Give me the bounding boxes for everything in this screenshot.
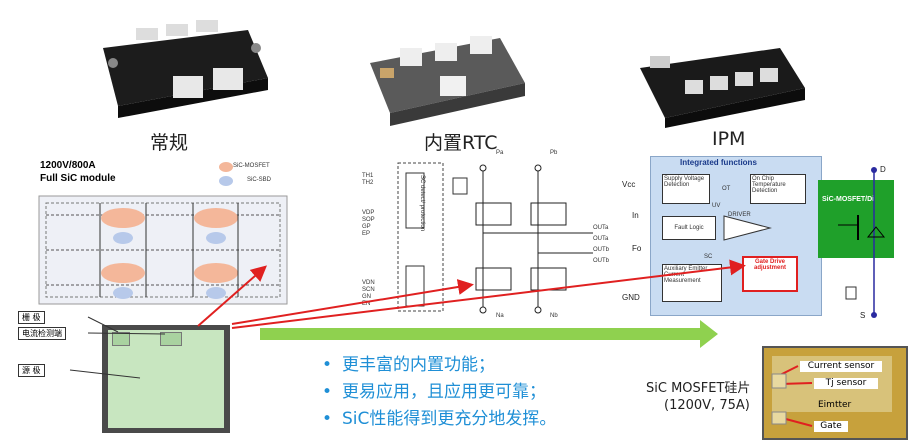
bullet-3: •SiC性能得到更充分地发挥。 bbox=[322, 409, 557, 429]
current-sensor-label: Current sensor bbox=[800, 361, 882, 372]
chip-rating: (1200V, 75A) bbox=[664, 398, 750, 413]
conventional-caption: 常规 bbox=[150, 132, 189, 154]
chip-title: SiC MOSFET硅片 bbox=[646, 381, 751, 396]
ot-label: OT bbox=[722, 186, 731, 192]
module-type-label: Full SiC module bbox=[40, 173, 116, 184]
die-sense-pad bbox=[160, 332, 182, 346]
legend-sbd: SiC-SBD bbox=[247, 177, 272, 183]
sc-protect-top: SC detect/ protection bbox=[419, 175, 425, 232]
chip-arrows bbox=[771, 365, 813, 427]
rtc-module-photo bbox=[370, 36, 525, 126]
pin-gp: GP bbox=[362, 224, 371, 230]
conventional-schematic bbox=[38, 195, 288, 305]
pin-nb: Nb bbox=[550, 313, 558, 319]
chip-temp-box: On Chip Temperature Detection bbox=[750, 174, 806, 204]
pin-na: Na bbox=[496, 313, 504, 319]
tj-sensor-label: Tj sensor bbox=[814, 378, 878, 389]
pin-en: EN bbox=[362, 301, 371, 307]
emitter-label: Eimtter bbox=[818, 400, 852, 410]
gnd-label: GND bbox=[622, 293, 640, 302]
pin-outa-1: OUTa bbox=[593, 225, 609, 231]
pin-outb-2: OUTb bbox=[593, 258, 610, 264]
rating-label: 1200V/800A bbox=[40, 160, 96, 171]
pin-ep: EP bbox=[362, 231, 371, 237]
pin-th1: TH1 bbox=[362, 173, 374, 179]
pin-outa-2: OUTa bbox=[593, 236, 609, 242]
pin-th2: TH2 bbox=[362, 180, 374, 186]
current-detect-label: 电流检测端 bbox=[18, 327, 66, 340]
conventional-module-photo bbox=[103, 20, 268, 118]
gate-chip-label: Gate bbox=[814, 421, 848, 432]
sc-label: SC bbox=[704, 254, 713, 260]
driver-label: DRIVER bbox=[728, 212, 751, 218]
drain-label: D bbox=[880, 165, 886, 174]
pin-outb-1: OUTb bbox=[593, 247, 610, 253]
pin-pb: Pb bbox=[550, 150, 558, 156]
fo-label: Fo bbox=[632, 244, 642, 253]
supply-detect-box: Supply Voltage Detection bbox=[662, 174, 710, 204]
bullet-2: •更易应用，且应用更可靠； bbox=[322, 382, 546, 402]
gate-label: 栅 极 bbox=[18, 311, 45, 324]
vcc-label: Vcc bbox=[622, 180, 636, 189]
die-gate-pad bbox=[112, 332, 130, 346]
source-die-label: 源 极 bbox=[18, 364, 45, 377]
in-label: In bbox=[632, 211, 639, 220]
die-pad bbox=[108, 330, 224, 428]
bullet-1: •更丰富的内置功能； bbox=[322, 355, 495, 375]
pin-gn: GN bbox=[362, 294, 371, 300]
ipm-module-photo bbox=[640, 48, 805, 128]
driver-triangle bbox=[723, 215, 772, 241]
pin-pa: Pa bbox=[496, 150, 504, 156]
pin-scn: SCN bbox=[362, 287, 375, 293]
pin-vdn: VDN bbox=[362, 280, 375, 286]
ipm-title: Integrated functions bbox=[680, 158, 757, 167]
uv-label: UV bbox=[712, 203, 721, 209]
legend bbox=[219, 162, 233, 186]
mosfet-block bbox=[818, 180, 894, 258]
ipm-output-lines bbox=[838, 167, 886, 318]
mosfet-label: SiC-MOSFET/Di bbox=[822, 196, 875, 203]
rtc-caption: 内置RTC bbox=[424, 132, 498, 154]
pin-vdp: VDP bbox=[362, 210, 375, 216]
pin-sop: SOP bbox=[362, 217, 375, 223]
ipm-caption: IPM bbox=[712, 128, 746, 150]
legend-mosfet: SiC-MOSFET bbox=[233, 163, 270, 169]
fault-logic-box: Fault Logic bbox=[662, 216, 716, 240]
source-label: S bbox=[860, 311, 866, 320]
